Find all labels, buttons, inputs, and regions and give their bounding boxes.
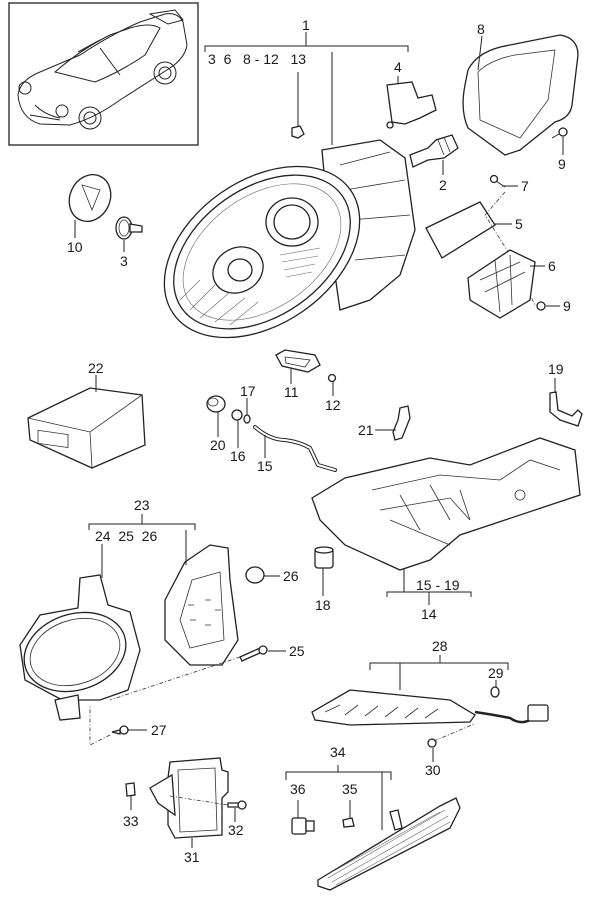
callout-28[interactable]: 28 <box>432 638 448 654</box>
callout-22[interactable]: 22 <box>88 360 104 376</box>
part-9-screw-lower <box>536 301 546 311</box>
callout-19[interactable]: 19 <box>548 361 564 377</box>
part-2-bulb <box>409 134 459 168</box>
callout-31[interactable]: 31 <box>184 849 200 865</box>
callout-29[interactable]: 29 <box>488 665 504 681</box>
car-outline-icon <box>17 9 188 130</box>
callout-4[interactable]: 4 <box>394 59 402 75</box>
callout-32[interactable]: 32 <box>228 822 244 838</box>
part-28-daytime-running-light <box>311 689 549 726</box>
part-26-cap <box>245 566 265 584</box>
part-32-screw <box>169 795 247 810</box>
callout-10[interactable]: 10 <box>67 239 83 255</box>
callout-12[interactable]: 12 <box>325 397 341 413</box>
callout-11[interactable]: 11 <box>284 384 299 400</box>
callout-6[interactable]: 6 <box>548 258 556 274</box>
part-18-buffer <box>314 546 334 569</box>
part-9-screw-upper <box>551 127 568 139</box>
callout-9-upper[interactable]: 9 <box>558 156 566 172</box>
part-10-cap <box>68 174 112 222</box>
part-13-clip <box>291 125 305 139</box>
part-24-fog-light-housing <box>19 574 141 721</box>
callout-9-lower[interactable]: 9 <box>563 298 571 314</box>
part-29-plug <box>490 686 500 698</box>
callout-7[interactable]: 7 <box>521 178 529 194</box>
callout-23-children: 24 25 26 <box>95 528 157 544</box>
headlight-assembly <box>163 139 416 339</box>
callout-34[interactable]: 34 <box>330 744 346 760</box>
part-33-clip-nut <box>125 782 136 797</box>
part-11-gasket <box>275 349 321 373</box>
leader-lines <box>74 32 564 848</box>
part-35-bulb <box>342 817 355 828</box>
part-17-o-ring <box>243 414 251 424</box>
part-31-control-unit <box>149 757 229 839</box>
callout-15[interactable]: 15 <box>257 458 273 474</box>
part-21-bracket <box>392 405 411 441</box>
callout-2[interactable]: 2 <box>439 177 447 193</box>
car-thumbnail <box>8 2 199 146</box>
part-6-bracket <box>467 249 536 319</box>
callout-17[interactable]: 17 <box>240 383 256 399</box>
part-7-screw <box>489 174 506 188</box>
callout-33[interactable]: 33 <box>123 813 139 829</box>
part-30-screw <box>427 723 475 748</box>
part-36-socket <box>291 817 315 835</box>
callout-3[interactable]: 3 <box>120 253 128 269</box>
part-16-grommet <box>231 409 243 421</box>
callout-26[interactable]: 26 <box>283 568 299 584</box>
part-34-side-marker <box>317 797 461 891</box>
part-3-socket <box>115 216 143 240</box>
callout-23[interactable]: 23 <box>134 497 150 513</box>
part-23-fog-light-module <box>164 544 239 666</box>
callout-14-children: 15 - 19 <box>416 577 460 593</box>
callout-16[interactable]: 16 <box>230 448 246 464</box>
part-27-screw <box>89 705 129 746</box>
callout-labels: 1 3 6 8 - 12 13 4 8 2 9 7 5 6 9 10 3 11 … <box>67 17 571 865</box>
callout-8[interactable]: 8 <box>477 21 485 37</box>
callout-14[interactable]: 14 <box>421 606 437 622</box>
part-15-hose <box>253 425 337 472</box>
callout-18[interactable]: 18 <box>315 597 331 613</box>
part-4-leveling-motor <box>386 81 437 129</box>
callout-5[interactable]: 5 <box>515 216 523 232</box>
part-19-clip <box>549 391 583 427</box>
part-25-screw <box>109 645 268 701</box>
callout-25[interactable]: 25 <box>289 643 305 659</box>
callout-35[interactable]: 35 <box>342 781 358 797</box>
part-14-mounting-plate <box>311 437 581 571</box>
callout-30[interactable]: 30 <box>425 762 441 778</box>
callout-1[interactable]: 1 <box>302 17 310 33</box>
part-12-screw <box>327 373 337 383</box>
callout-36[interactable]: 36 <box>290 781 306 797</box>
part-8-rear-cover <box>462 34 579 156</box>
part-20-grommet <box>206 395 226 413</box>
callout-21[interactable]: 21 <box>358 422 374 438</box>
callout-1-children: 3 6 8 - 12 13 <box>208 51 306 67</box>
callout-20[interactable]: 20 <box>210 437 226 453</box>
part-22-control-module <box>27 387 146 469</box>
callout-27[interactable]: 27 <box>151 722 167 738</box>
